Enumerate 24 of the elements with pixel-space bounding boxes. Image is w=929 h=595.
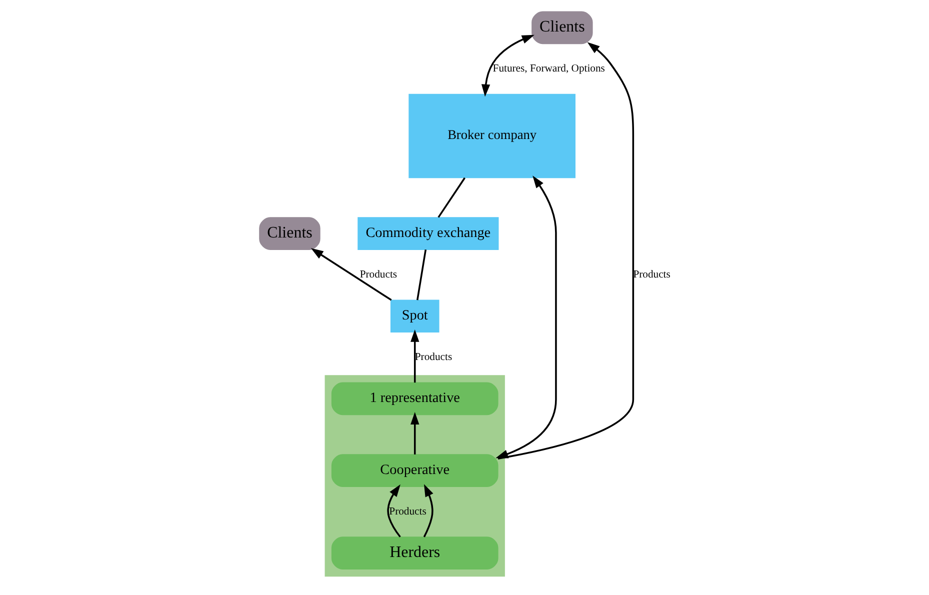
node-box: 1 representative: [330, 382, 498, 416]
connector: [416, 249, 426, 300]
arrow: [480, 34, 534, 97]
edge-label: Products: [359, 270, 397, 281]
node-box: Herders: [330, 536, 498, 570]
arrow: [410, 329, 419, 383]
edge-label: Products: [414, 352, 452, 364]
arrow: [310, 248, 392, 301]
node-box: Clients: [258, 217, 320, 250]
arrow: [410, 412, 419, 454]
cluster: [324, 375, 504, 577]
node-box: Commodity exchange: [357, 217, 498, 250]
node-box: Broker company: [408, 94, 575, 178]
node-box: Clients: [531, 11, 592, 44]
node-box: Spot: [390, 300, 439, 333]
edge-label: Products: [388, 506, 426, 518]
edge-label: Futures, Forward, Options: [492, 64, 604, 75]
arrow: [386, 484, 400, 538]
arrow: [495, 176, 556, 458]
edge-label: Products: [632, 270, 670, 281]
node-box: Cooperative: [330, 454, 498, 487]
arrow: [497, 42, 634, 460]
arrow: [422, 484, 433, 538]
connector: [437, 177, 465, 218]
